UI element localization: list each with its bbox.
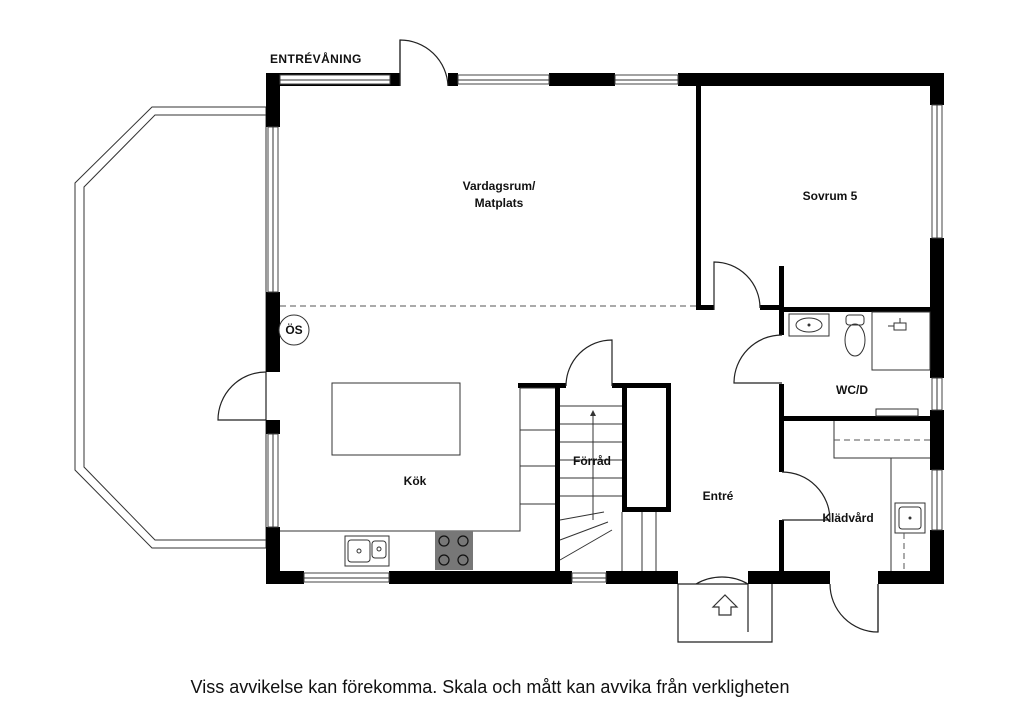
room-label-wc: WC/D: [836, 383, 868, 397]
doors: [217, 39, 879, 643]
windows: [267, 74, 943, 583]
top-door: [399, 39, 449, 87]
os-symbol-circle: [278, 314, 310, 346]
terrace-door: [217, 371, 267, 421]
stairs: [520, 387, 657, 571]
exterior-walls: [266, 73, 944, 584]
terrace: [74, 106, 267, 549]
stove-icon: [435, 531, 473, 570]
room-label-kitchen: Kök: [404, 474, 427, 488]
wc-door: [733, 334, 783, 384]
room-label-living-line2: Matplats: [475, 196, 524, 210]
laundry-fixtures: [833, 421, 930, 571]
storage-door: [565, 339, 613, 387]
room-label-bedroom: Sovrum 5: [803, 189, 858, 203]
laundry-exterior-door: [829, 583, 879, 633]
kitchen-counter: [280, 388, 521, 570]
os-symbol-label: ÖS: [285, 322, 302, 337]
disclaimer-caption: Viss avvikelse kan förekomma. Skala och …: [191, 677, 790, 697]
floor-title: ENTRÉVÅNING: [270, 51, 362, 66]
toilet-icon: [844, 314, 866, 357]
laundry-door: [781, 471, 831, 521]
wc-fixtures: [788, 311, 931, 417]
room-label-entrance: Entré: [703, 489, 734, 503]
washbasin-icon: [788, 313, 830, 337]
laundry-sink-icon: [894, 502, 926, 534]
bedroom-door: [713, 261, 761, 310]
kitchen-island: [331, 382, 461, 456]
room-label-living-line1: Vardagsrum/: [463, 179, 536, 193]
sink-icon: [344, 535, 390, 567]
entrance-arrow-icon: [711, 594, 739, 616]
room-label-laundry: Klädvård: [822, 511, 873, 525]
shower-area: [871, 311, 931, 371]
room-label-storage: Förråd: [573, 454, 611, 468]
interior-walls: [518, 86, 944, 584]
